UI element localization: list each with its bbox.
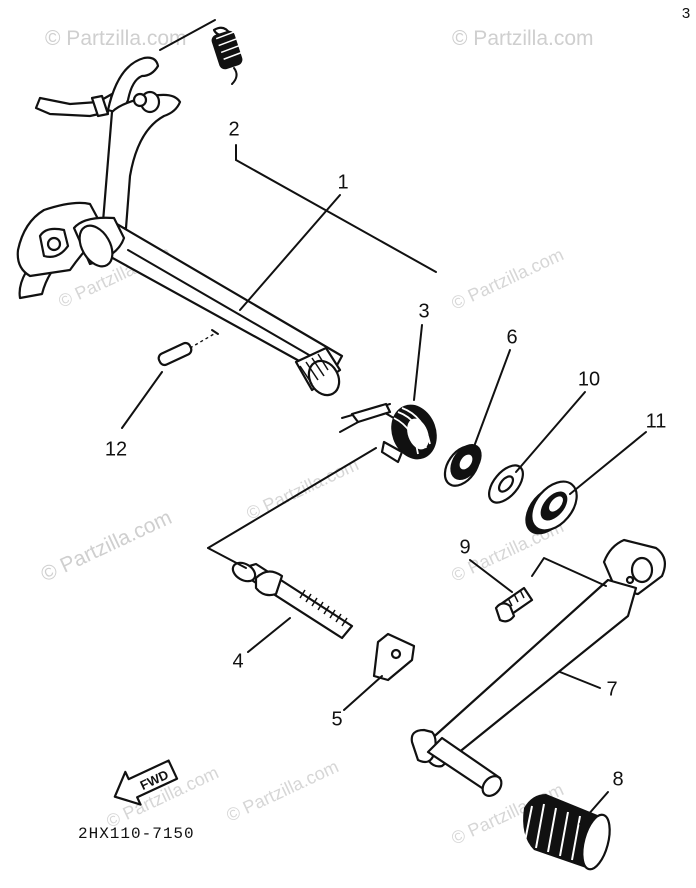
watermark: © Partzilla.com <box>243 454 361 523</box>
oil-seal-part-11 <box>525 480 578 535</box>
spring-part-2 <box>159 19 244 85</box>
forward-arrow: FWD <box>113 759 179 806</box>
bolt-part-9 <box>494 586 534 623</box>
callout-8: 8 <box>612 768 623 790</box>
rubber-peg-part-8 <box>523 794 611 871</box>
watermark: © Partzilla.com <box>452 27 594 50</box>
callout-3: 3 <box>418 300 429 322</box>
callout-10: 10 <box>578 368 600 390</box>
washer-part-10 <box>488 464 524 504</box>
shift-pedal-part-7 <box>410 538 667 797</box>
callout-6: 6 <box>506 326 517 348</box>
callout-7: 7 <box>606 678 617 700</box>
watermark: © Partzilla.com <box>45 27 187 50</box>
shift-shaft-part-1 <box>16 56 344 397</box>
plate-part-5 <box>372 632 416 682</box>
watermark: © Partzilla.com <box>37 506 175 587</box>
watermark: © Partzilla.com <box>448 244 566 313</box>
callout-4: 4 <box>232 650 243 672</box>
collar-part-6 <box>443 443 482 487</box>
leader-lines <box>235 144 647 825</box>
callout-2: 2 <box>228 118 239 140</box>
pin-part-12 <box>121 333 215 429</box>
part-code: 2HX110-7150 <box>78 825 195 843</box>
callout-1: 1 <box>337 171 348 193</box>
callout-labels: 1 2 3 4 5 6 7 8 9 10 11 12 <box>105 118 667 790</box>
callout-11: 11 <box>646 410 667 432</box>
bolt-part-4 <box>207 447 377 640</box>
return-spring-part-3 <box>339 402 437 464</box>
callout-12: 12 <box>105 438 127 460</box>
watermark: © Partzilla.com <box>223 756 341 825</box>
corner-mark: 3 <box>682 5 690 22</box>
callout-5: 5 <box>331 708 342 730</box>
callout-9: 9 <box>459 536 470 558</box>
